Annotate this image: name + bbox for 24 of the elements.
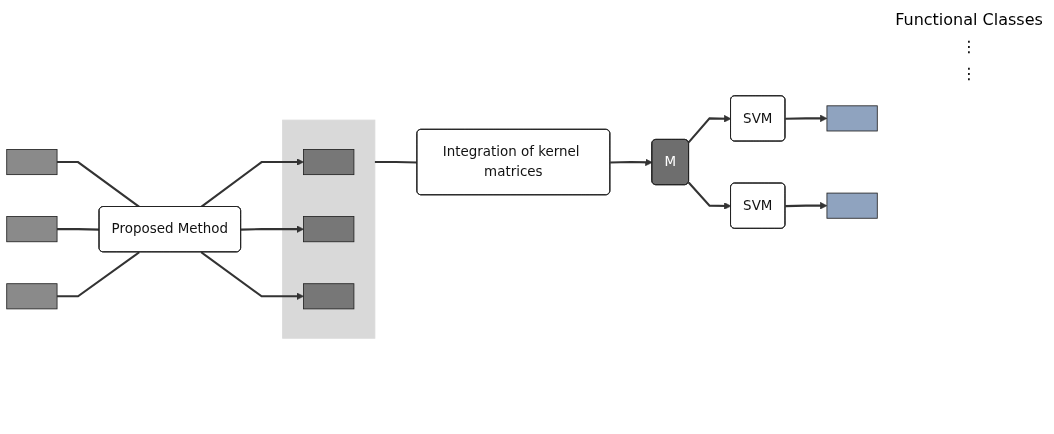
- arrow: [610, 158, 653, 166]
- arrow: [687, 115, 732, 144]
- node-box: [6, 283, 58, 310]
- arrow: [785, 114, 828, 123]
- node-box: [6, 216, 58, 243]
- connector: [374, 161, 418, 164]
- note-label: Functional Classes: [895, 10, 1043, 29]
- connector: [57, 251, 140, 298]
- arrow: [687, 181, 732, 210]
- connector: [57, 161, 140, 208]
- node-box: [826, 192, 878, 219]
- node-box: [303, 149, 355, 176]
- cluster: [282, 119, 376, 339]
- connector: [57, 228, 100, 231]
- arrow: [241, 225, 304, 233]
- node-box: [826, 105, 878, 132]
- arrow: [200, 158, 304, 208]
- node-box: [6, 149, 58, 176]
- node-box: [303, 216, 355, 243]
- arrow: [785, 202, 828, 210]
- note-label: ⋮: [961, 64, 977, 83]
- note-label: ⋮: [961, 37, 977, 56]
- node-box: [303, 283, 355, 310]
- arrow: [200, 251, 304, 300]
